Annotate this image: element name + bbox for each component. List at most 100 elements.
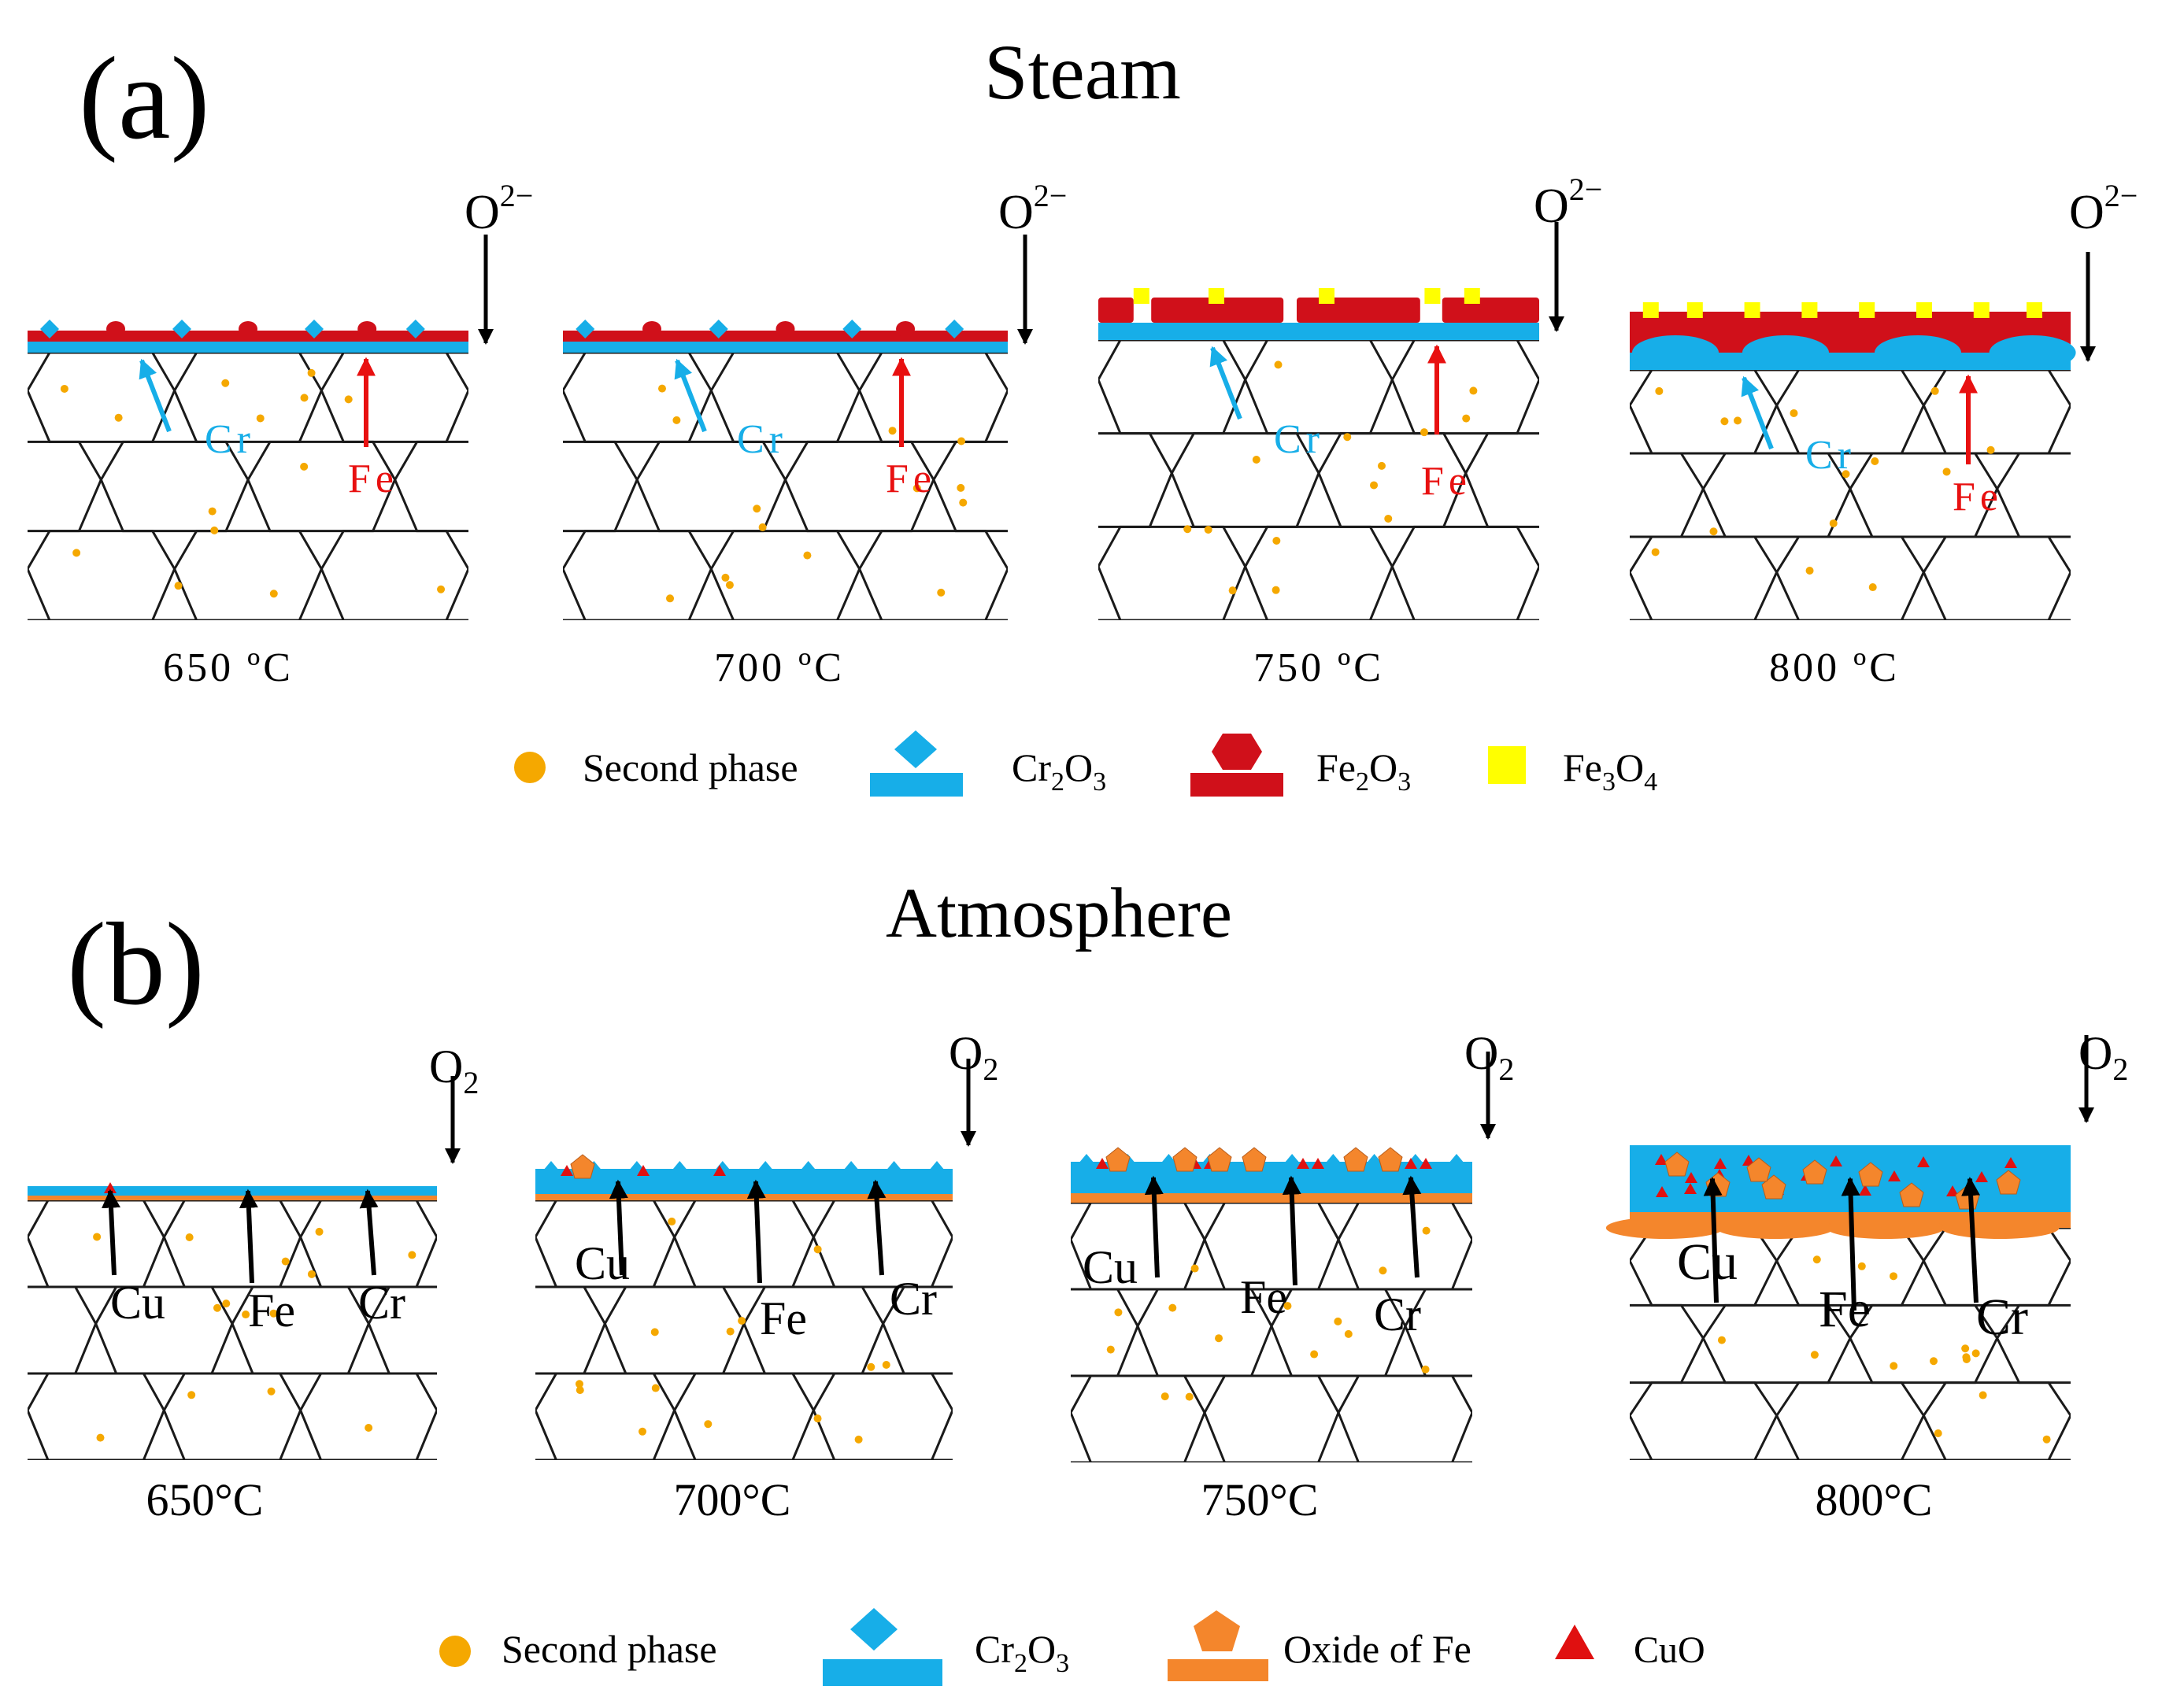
second-phase-particle	[1114, 1308, 1123, 1317]
second-phase-particle	[651, 1384, 660, 1392]
grain-boundary	[1006, 388, 1008, 394]
steam-oxide-scale	[28, 320, 468, 353]
second-phase-particle	[888, 427, 897, 435]
grain-boundary	[505, 1460, 642, 1547]
second-phase-particle	[672, 416, 681, 424]
grain-boundary	[1630, 1413, 1631, 1418]
grain-boundary	[162, 1200, 302, 1288]
second-phase-particle	[1709, 527, 1718, 536]
grain-boundary	[951, 1407, 953, 1414]
cr2o3-layer	[563, 342, 1008, 353]
panel-b-diffusion-arrows	[102, 1035, 2094, 1311]
cuo-particle	[1405, 1158, 1417, 1169]
second-phase-particle	[267, 1387, 276, 1396]
grain-boundary	[320, 530, 468, 620]
cr2o3-nodule	[843, 1161, 860, 1170]
grain-boundary	[902, 1458, 953, 1460]
second-phase-particle	[1871, 457, 1879, 465]
grain-boundary	[1539, 1462, 1673, 1549]
cr2o3-nodule	[800, 1161, 816, 1170]
second-phase-particle	[93, 1233, 102, 1241]
grain-structure	[28, 1200, 642, 1547]
cr2o3-icon	[870, 730, 963, 797]
cuo-particle	[1685, 1172, 1697, 1183]
cu-label: Cu	[1083, 1241, 1138, 1293]
grain-boundary	[1082, 620, 1230, 709]
grain-boundary	[535, 1285, 607, 1375]
cr2o3-icon	[823, 1608, 942, 1686]
second-phase-particle	[738, 1317, 746, 1325]
grain-boundary	[28, 566, 29, 572]
second-phase-particle	[344, 395, 353, 404]
second-phase-particle	[721, 573, 730, 582]
grain-boundary	[1775, 535, 1926, 620]
second-phase-particle	[1930, 1357, 1938, 1366]
grain-boundary	[2144, 1305, 2184, 1382]
grain-boundary	[563, 388, 565, 394]
grain-boundary	[2144, 453, 2184, 537]
second-phase-particle	[1272, 537, 1281, 545]
grain-boundary	[954, 619, 1008, 620]
grain-structure	[28, 353, 468, 620]
second-phase-particle	[1344, 1329, 1353, 1338]
grain-boundary	[1612, 620, 1760, 714]
cr-diffusion-arrow	[1209, 346, 1242, 420]
cr2o3-nodule	[709, 320, 728, 338]
second-phase-particle	[704, 1420, 713, 1429]
grain-boundary	[1922, 1381, 2071, 1460]
grain-boundary	[563, 530, 713, 620]
grain-boundary	[2144, 620, 2184, 704]
temperature-label: 800°C	[1816, 1474, 1933, 1525]
second-phase-particle	[882, 1360, 890, 1369]
grain-boundary	[1098, 377, 1100, 383]
fe3o4-crystal	[1464, 288, 1480, 304]
fe-label: Fe	[760, 1292, 807, 1344]
second-phase-particle	[1986, 445, 1995, 454]
grain-boundary	[1082, 442, 1230, 531]
fe-label: Fe	[1421, 459, 1471, 504]
second-phase-particle	[657, 384, 666, 393]
cr2o3-layer	[1098, 323, 1539, 340]
cu-diffusion-arrow	[1703, 1177, 1723, 1303]
fe-diffusion-arrow	[239, 1189, 258, 1284]
fe2o3-nodule	[776, 321, 795, 337]
grain-boundary	[1486, 619, 1539, 620]
second-phase-particle	[813, 1414, 822, 1423]
grain-boundary	[535, 1458, 586, 1460]
oxidant-label: O2−	[1534, 172, 1602, 233]
second-phase-particle	[1272, 586, 1280, 594]
cuo-particle	[1312, 1158, 1324, 1169]
grain-boundary	[1471, 1410, 1472, 1416]
cr2o3-nodule	[929, 1161, 945, 1170]
second-phase-particle	[957, 483, 965, 492]
fe2o3-icon	[1190, 734, 1283, 797]
cr2o3-nodule	[576, 320, 595, 338]
fe3o4-icon	[1488, 746, 1526, 784]
grain-structure	[1630, 1228, 2184, 1460]
oxidant-label: O2	[429, 1041, 479, 1100]
grain-boundary	[28, 353, 176, 443]
steam-oxide-scale	[1098, 288, 1539, 340]
second-phase-particle	[1930, 386, 1939, 395]
grain-boundary	[1337, 1374, 1472, 1462]
second-phase-particle	[1655, 386, 1664, 395]
second-phase-particle	[1190, 1264, 1199, 1273]
fe-diffusion-arrow	[1841, 1177, 1860, 1311]
cr-diffusion-arrow	[867, 1179, 887, 1276]
oxidant-label: O2−	[465, 178, 533, 239]
fe-label: Fe	[1953, 475, 2003, 519]
cr2o3-nodule	[1079, 1154, 1094, 1163]
grain-boundary	[2069, 1413, 2071, 1418]
cr-diffusion-arrow	[1961, 1177, 1981, 1303]
fe3o4-crystal	[1973, 302, 1990, 318]
second-phase-particle	[668, 1217, 676, 1226]
fe-oxide-icon	[1168, 1610, 1268, 1681]
grain-boundary	[172, 530, 324, 620]
fe3o4-crystal	[1209, 288, 1224, 304]
cr-label: Cr	[1274, 417, 1324, 462]
grain-boundary	[1390, 525, 1539, 620]
cr-label: Cr	[205, 417, 255, 462]
cu-label: Cu	[1677, 1233, 1738, 1291]
second-phase-particle	[1370, 481, 1379, 490]
grain-boundary	[299, 1372, 437, 1460]
